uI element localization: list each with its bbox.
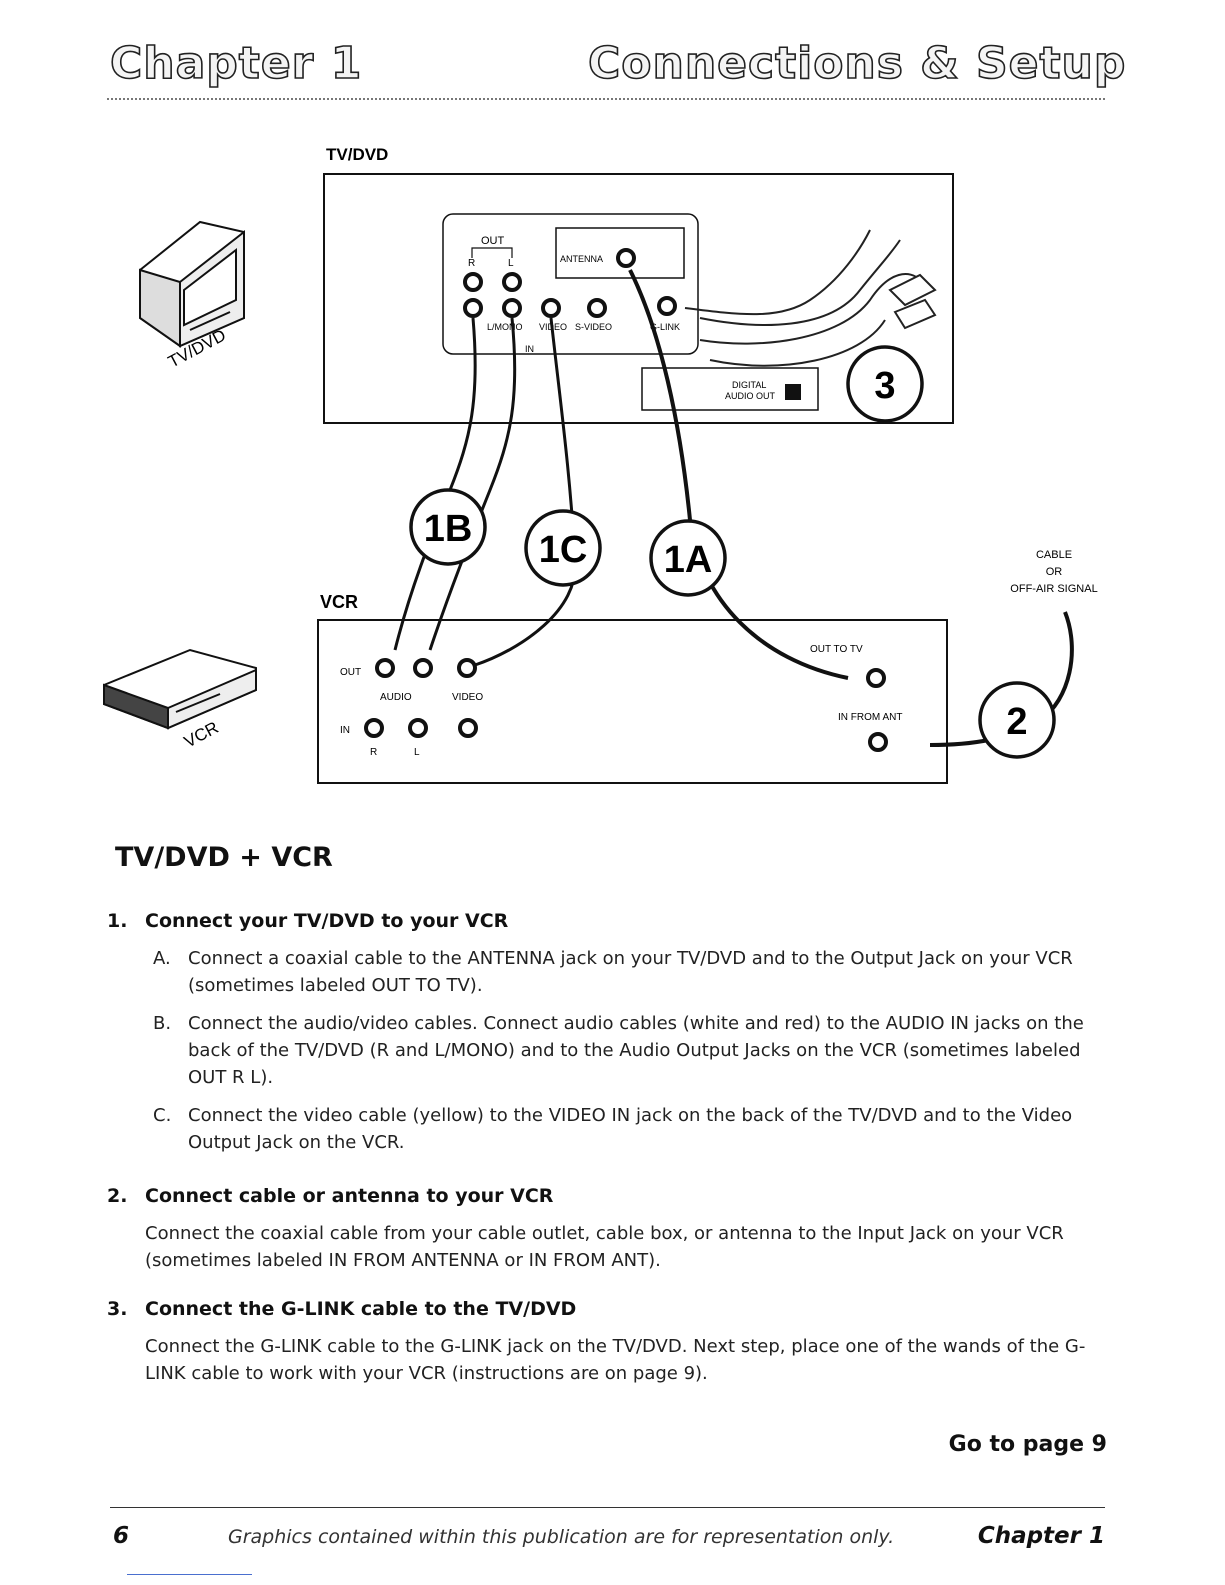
vcr-video-out-jack <box>457 658 477 678</box>
glink-cable <box>684 229 937 367</box>
svg-text:AUDIO: AUDIO <box>380 692 412 703</box>
svg-text:L: L <box>508 258 514 269</box>
tv-in-r-jack <box>463 298 483 318</box>
step-2-title: Connect cable or antenna to your VCR <box>145 1185 554 1207</box>
svg-text:ANTENNA: ANTENNA <box>560 254 603 264</box>
step-1a-letter: A. <box>153 948 171 969</box>
tv-in-l-jack <box>502 298 522 318</box>
page-number: 6 <box>113 1523 130 1549</box>
vcr-in-r-jack <box>364 718 384 738</box>
vcr-icon-label: VCR <box>181 718 222 752</box>
vcr-video-in-jack <box>458 718 478 738</box>
tv-out-r-jack <box>463 272 483 292</box>
svg-text:OUT: OUT <box>340 667 361 678</box>
svg-text:DIGITAL: DIGITAL <box>732 380 766 390</box>
vcr-in-from-ant-jack <box>868 732 888 752</box>
vcr-in-l-jack <box>408 718 428 738</box>
tv-jack-panel <box>442 213 699 355</box>
callout-3 <box>846 345 924 423</box>
svg-text:2: 2 <box>1006 701 1027 743</box>
svg-text:OUT TO TV: OUT TO TV <box>810 644 863 655</box>
step-1-number: 1. <box>107 910 128 932</box>
callout-2 <box>978 681 1056 759</box>
svg-text:VIDEO: VIDEO <box>452 692 483 703</box>
tv-glink-jack <box>657 296 677 316</box>
step-1c-text: Connect the video cable (yellow) to the … <box>188 1105 1073 1153</box>
step-1-title: Connect your TV/DVD to your VCR <box>145 910 509 932</box>
footer-note: Graphics contained within this publicati… <box>228 1526 895 1548</box>
callout-1b <box>409 488 487 566</box>
callout-1a <box>649 519 727 597</box>
vcr-label: VCR <box>320 592 358 612</box>
vcr-out-l-jack <box>413 658 433 678</box>
step-2-text: Connect the coaxial cable from your cabl… <box>145 1223 1064 1271</box>
svg-text:IN: IN <box>525 344 534 354</box>
svg-text:1A: 1A <box>664 539 713 581</box>
section-title: TV/DVD + VCR <box>115 842 333 873</box>
vcr-box <box>317 619 948 784</box>
section-heading: Connections & Setup <box>587 37 1127 90</box>
svg-text:OFF-AIR SIGNAL: OFF-AIR SIGNAL <box>1010 583 1097 595</box>
digital-audio-box <box>641 367 819 411</box>
tv-out-l-jack <box>502 272 522 292</box>
antenna-box <box>555 227 685 279</box>
callout-1c <box>524 509 602 587</box>
tv-svideo-jack <box>587 298 607 318</box>
header-divider <box>107 98 1105 100</box>
svg-text:L/MONO: L/MONO <box>487 322 523 332</box>
vcr-out-to-tv-jack <box>866 668 886 688</box>
step-3-title: Connect the G-LINK cable to the TV/DVD <box>145 1298 577 1320</box>
footer-divider <box>110 1507 1105 1508</box>
chapter-heading: Chapter 1 <box>109 37 363 90</box>
signal-label: CABLE OR OFF-AIR SIGNAL <box>1010 549 1097 595</box>
tv-video-jack <box>541 298 561 318</box>
svg-text:OUT: OUT <box>481 235 505 247</box>
footer-underline <box>127 1574 252 1575</box>
step-1b-letter: B. <box>153 1013 172 1034</box>
step-1a-text: Connect a coaxial cable to the ANTENNA j… <box>188 948 1073 996</box>
svg-text:3: 3 <box>874 365 895 407</box>
goto-page-link[interactable]: Go to page 9 <box>948 1432 1107 1457</box>
svg-text:1B: 1B <box>424 508 473 550</box>
step-1c-letter: C. <box>153 1105 172 1126</box>
svg-text:OR: OR <box>1046 566 1063 578</box>
vcr-out-r-jack <box>375 658 395 678</box>
tv-antenna-jack <box>616 248 636 268</box>
vcr-icon <box>103 648 257 730</box>
connection-diagram: TV/DVD VCR TV/DVD VCR OUT R L ANTENNA L/… <box>103 145 1098 784</box>
footer-chapter: Chapter 1 <box>977 1523 1105 1549</box>
step-2-number: 2. <box>107 1185 128 1207</box>
svg-text:L: L <box>414 747 420 758</box>
tv-icon <box>139 220 245 348</box>
digital-audio-jack <box>785 384 801 400</box>
svg-text:1C: 1C <box>539 529 588 571</box>
tvdvd-box <box>323 173 954 424</box>
svg-text:IN FROM ANT: IN FROM ANT <box>838 712 902 723</box>
svg-text:CABLE: CABLE <box>1036 549 1072 561</box>
step-1b-text: Connect the audio/video cables. Connect … <box>188 1013 1084 1088</box>
svg-text:IN: IN <box>340 725 350 736</box>
svg-text:R: R <box>370 747 377 758</box>
step-3-text: Connect the G-LINK cable to the G-LINK j… <box>145 1336 1086 1384</box>
svg-text:AUDIO OUT: AUDIO OUT <box>725 391 776 401</box>
svg-text:S-VIDEO: S-VIDEO <box>575 322 612 332</box>
svg-text:R: R <box>468 258 475 269</box>
step-3-number: 3. <box>107 1298 128 1320</box>
av-cables <box>393 269 1074 747</box>
svg-text:G-LINK: G-LINK <box>650 322 680 332</box>
tvdvd-label: TV/DVD <box>326 145 388 164</box>
